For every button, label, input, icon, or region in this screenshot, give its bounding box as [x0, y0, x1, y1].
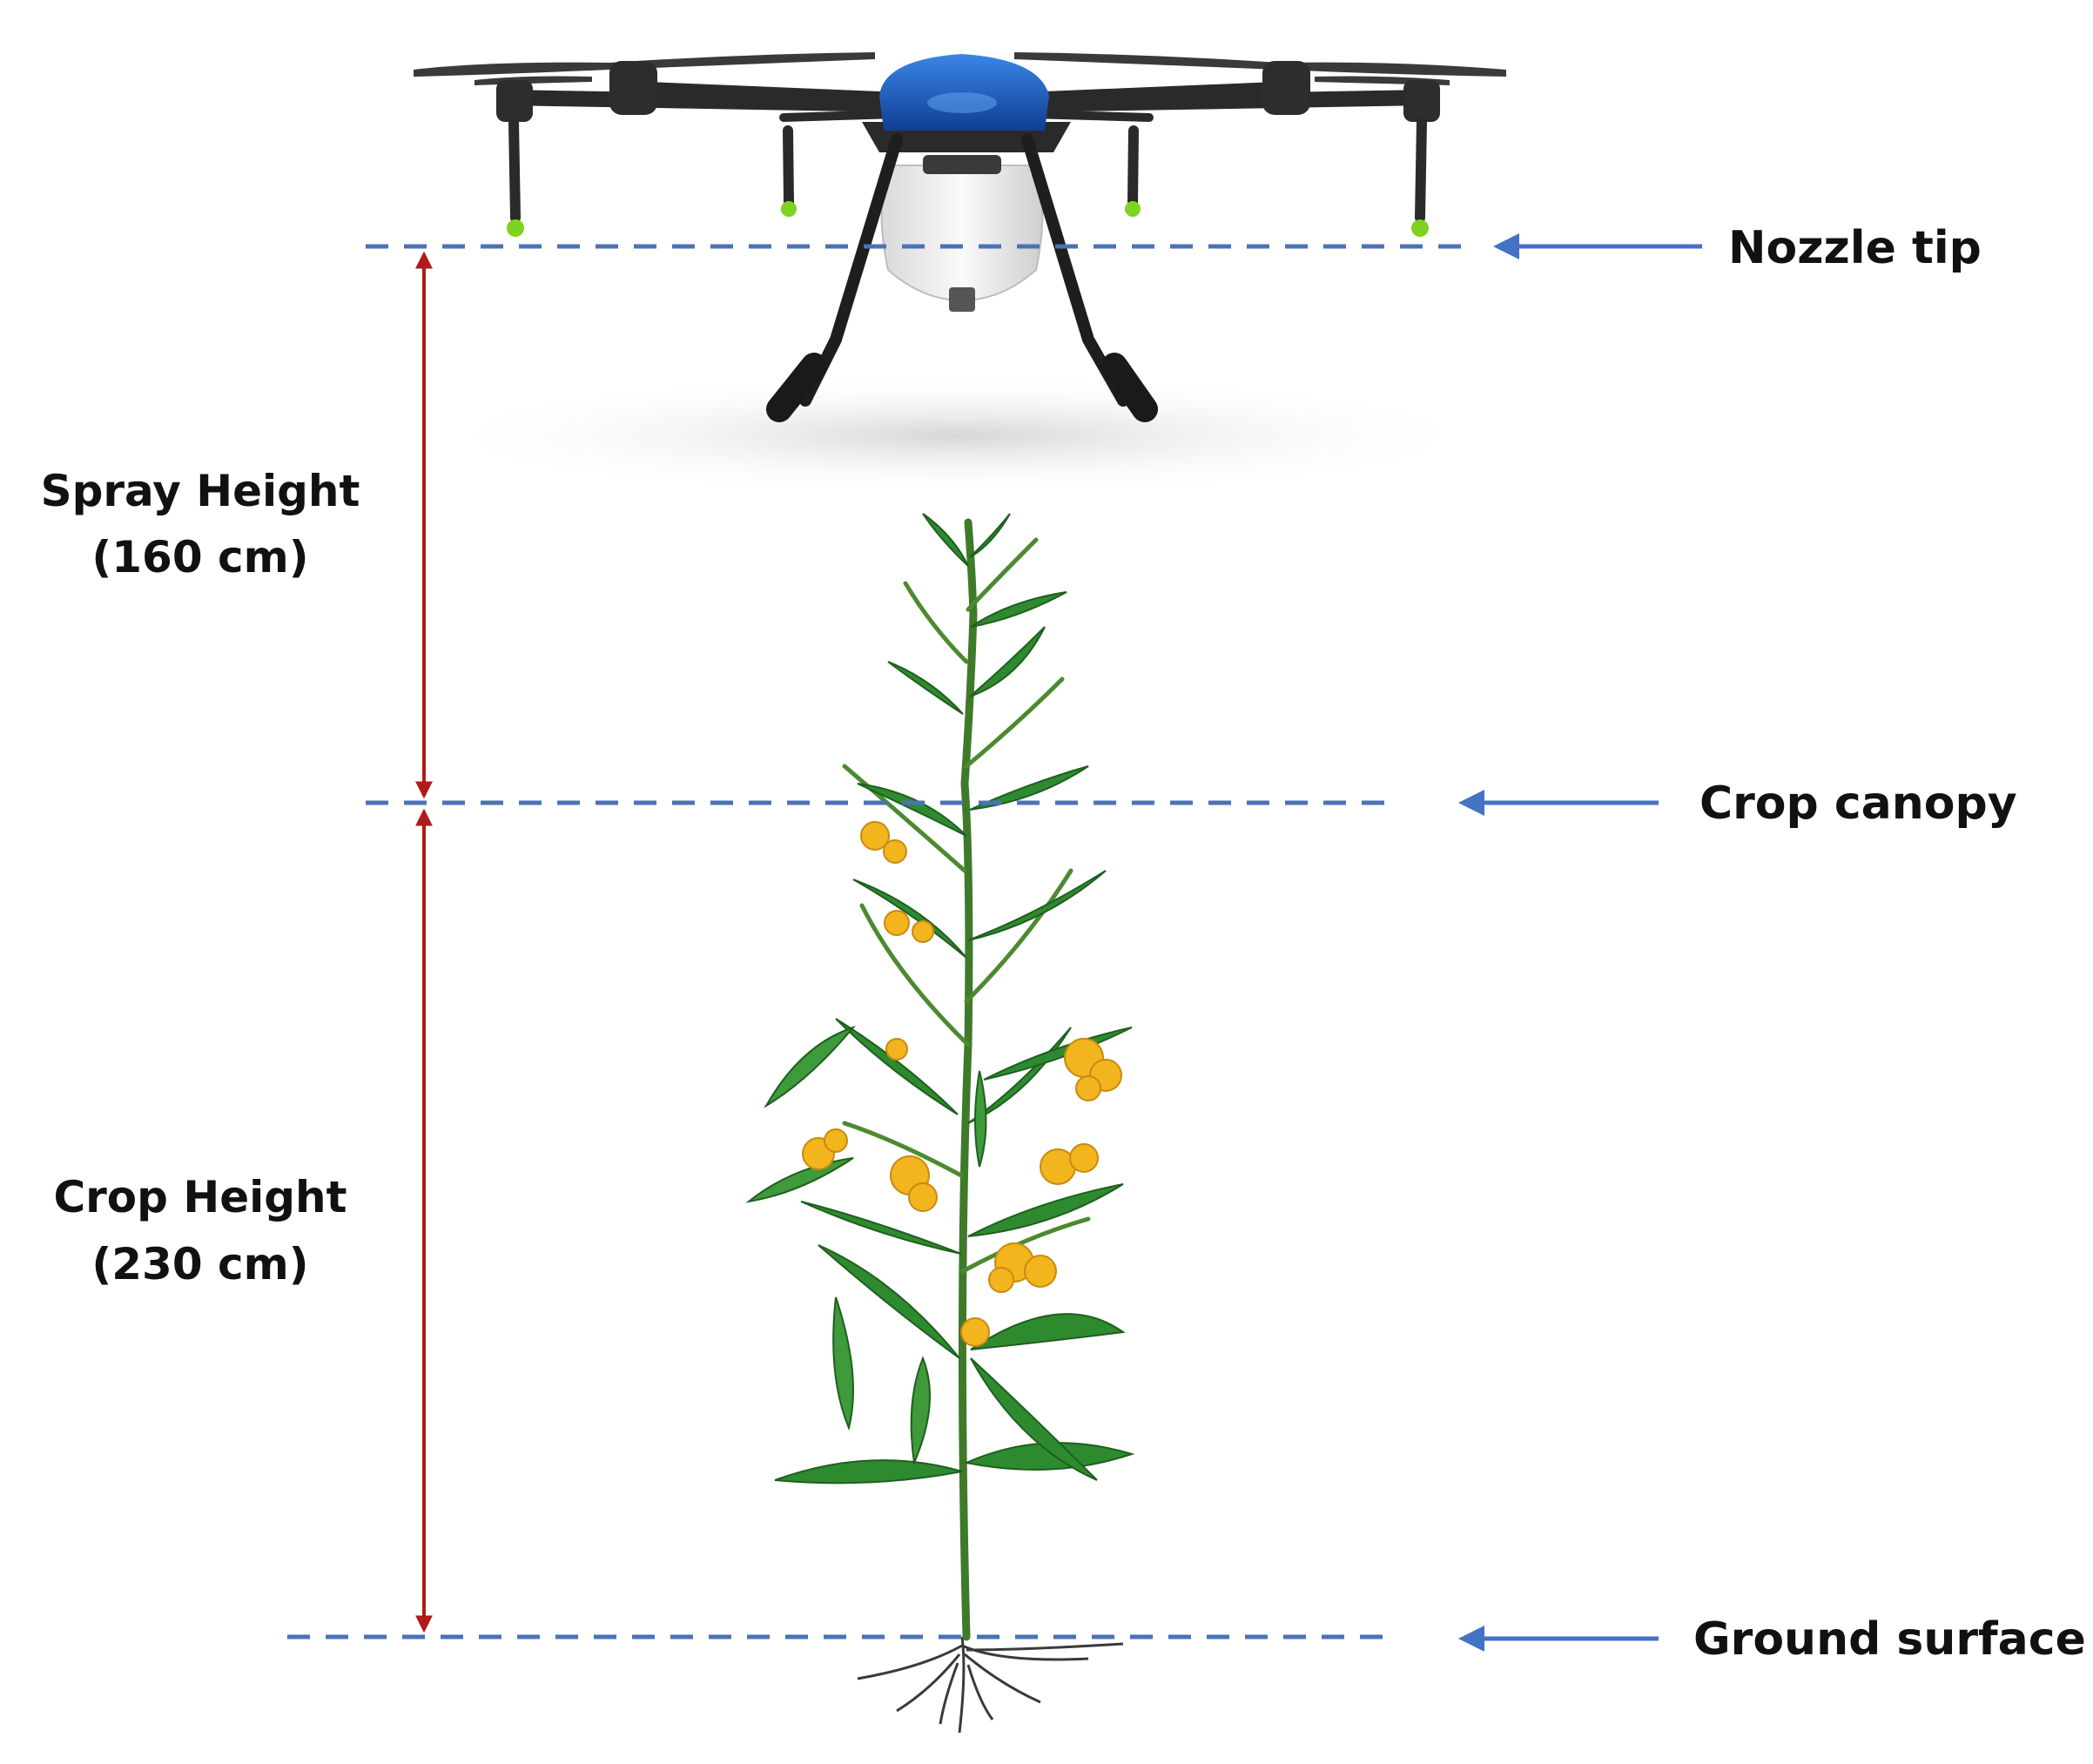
spray-nozzles	[507, 201, 1429, 237]
spray-height-value: (160 cm)	[91, 532, 309, 582]
roots-icon	[857, 1636, 1124, 1734]
seed-pods	[745, 1025, 987, 1466]
crop-height-title: Crop Height	[53, 1172, 347, 1222]
motors	[496, 61, 1440, 122]
level-lines	[287, 244, 1471, 1639]
crop-canopy-label: Crop canopy	[1699, 778, 2017, 830]
ground-surface-label: Ground surface	[1693, 1613, 2086, 1666]
spray-height-title: Spray Height	[40, 466, 360, 516]
nozzle-tip-label: Nozzle tip	[1728, 222, 1982, 274]
pigeon-pea-plant-icon	[745, 513, 1135, 1734]
flowers	[802, 821, 1122, 1347]
pointer-arrows	[1458, 233, 1702, 1652]
drone-body	[879, 54, 1049, 131]
propellers	[414, 52, 1506, 85]
agricultural-drone-icon	[414, 52, 1506, 496]
spray-tank	[880, 165, 1044, 302]
crop-height-value: (230 cm)	[91, 1239, 309, 1289]
leaves	[774, 513, 1135, 1485]
